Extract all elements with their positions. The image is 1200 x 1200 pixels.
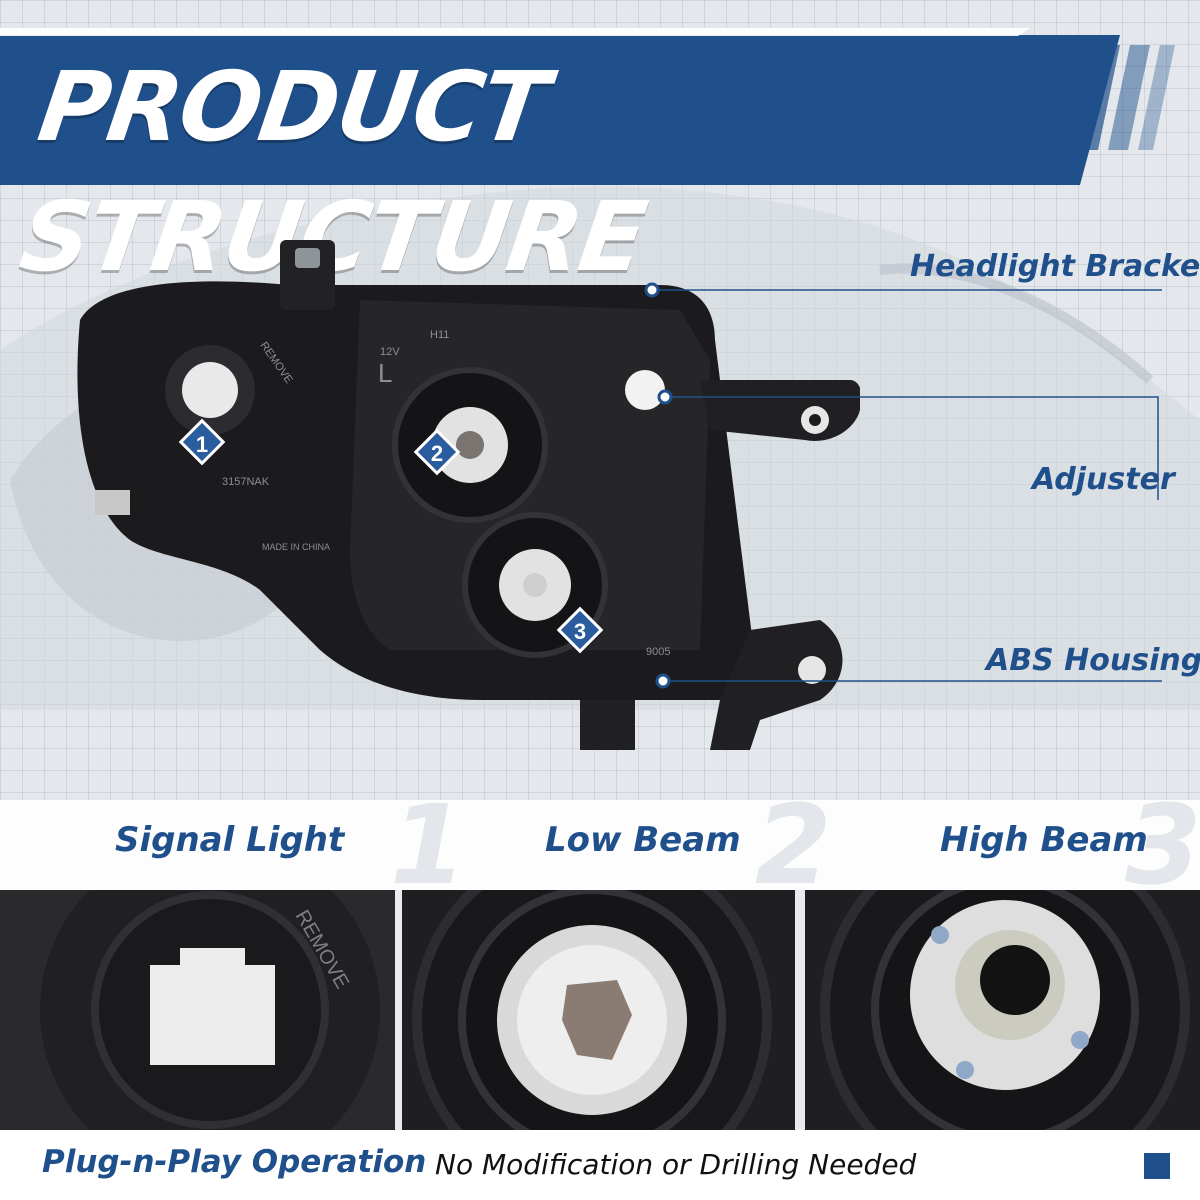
closeup-low-beam — [402, 890, 795, 1130]
origin-marking: MADE IN CHINA — [262, 542, 330, 552]
headlight-assembly-image: 1 2 3 REMOVE 3157NAK 12V L H11 MADE IN C… — [77, 240, 860, 750]
bulb-3-marking: 9005 — [646, 646, 670, 658]
callout-headlight-bracket: Headlight Bracket — [910, 249, 1200, 284]
marker-3: 3 — [556, 606, 604, 654]
callout-adjuster: Adjuster — [1032, 462, 1175, 497]
side-marking: L — [378, 358, 392, 388]
feature-number-1: 1 — [390, 781, 467, 909]
feature-label-low-beam: Low Beam — [545, 820, 741, 860]
marker-1: 1 — [178, 418, 226, 466]
page-title: PRODUCT STRUCTURE — [13, 51, 652, 293]
closeup-signal-light: REMOVE — [0, 890, 395, 1130]
marker-2: 2 — [413, 428, 461, 476]
feature-number-3: 3 — [1125, 781, 1200, 909]
footer-bar — [0, 1130, 1200, 1200]
title-banner — [0, 28, 1175, 185]
bulb-1-marking: 3157NAK — [222, 476, 270, 488]
footer-sub-text: No Modification or Drilling Needed — [435, 1148, 917, 1181]
feature-label-signal-light: Signal Light — [115, 820, 345, 860]
marker-2-number: 2 — [431, 441, 443, 466]
high-beam-socket-closeup-image — [805, 890, 1200, 1130]
low-beam-socket-closeup-image — [402, 890, 795, 1130]
feature-label-high-beam: High Beam — [940, 820, 1148, 860]
marker-1-number: 1 — [196, 432, 208, 457]
feature-number-2: 2 — [755, 781, 832, 909]
closeup-high-beam — [805, 890, 1200, 1130]
footer-lead-text: Plug-n-Play Operation — [42, 1144, 427, 1180]
marker-3-number: 3 — [574, 619, 586, 644]
bulb-2-marking: H11 — [430, 329, 449, 341]
voltage-marking: 12V — [380, 346, 400, 358]
feature-label-strip — [0, 800, 1200, 890]
callout-abs-housing: ABS Housing — [986, 643, 1200, 678]
signal-socket-closeup-image: REMOVE — [0, 890, 395, 1130]
footer-accent-square — [1144, 1153, 1170, 1179]
